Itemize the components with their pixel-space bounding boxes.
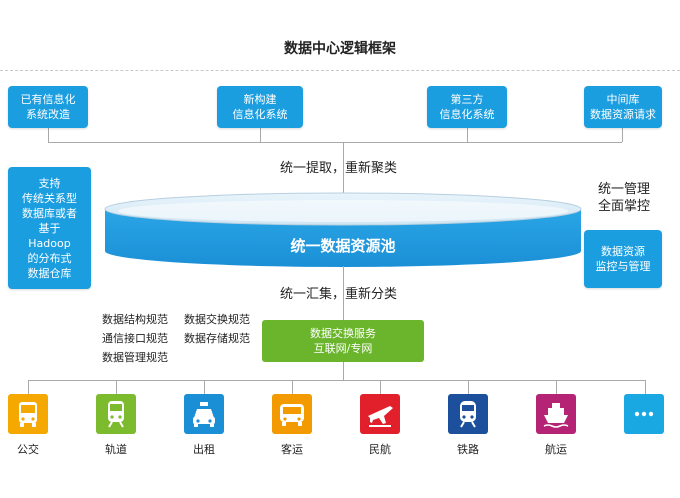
source-box-intermediate: 中间库 数据资源请求 bbox=[584, 86, 662, 128]
management-title: 统一管理 全面掌控 bbox=[598, 182, 651, 214]
standard-communication: 通信接口规范 bbox=[102, 332, 168, 345]
source-box-new: 新构建 信息化系统 bbox=[217, 86, 303, 128]
more-icon bbox=[624, 394, 664, 434]
coach-icon bbox=[272, 394, 312, 434]
terminal-label-airline: 民航 bbox=[369, 443, 391, 456]
airplane-icon bbox=[360, 394, 400, 434]
terminal-label-bus: 公交 bbox=[17, 443, 39, 456]
train-icon bbox=[448, 394, 488, 434]
database-support-box: 支持 传统关系型 数据库或者 基于 Hadoop 的分布式 数据仓库 bbox=[8, 167, 91, 289]
collect-label: 统一汇集，重新分类 bbox=[280, 287, 398, 302]
terminal-label-metro: 轨道 bbox=[105, 443, 127, 456]
diagram-title: 数据中心逻辑框架 bbox=[284, 41, 396, 57]
source-box-legacy: 已有信息化 系统改造 bbox=[8, 86, 88, 128]
terminal-bus-line bbox=[28, 380, 646, 381]
pool-label: 统一数据资源池 bbox=[290, 237, 396, 255]
ship-icon bbox=[536, 394, 576, 434]
standard-data-structure: 数据结构规范 bbox=[102, 313, 168, 326]
standard-data-management: 数据管理规范 bbox=[102, 351, 168, 364]
metro-icon bbox=[96, 394, 136, 434]
source-bus-line bbox=[48, 142, 622, 143]
terminal-label-railway: 铁路 bbox=[457, 443, 479, 456]
resource-monitor-box: 数据资源 监控与管理 bbox=[584, 230, 662, 288]
terminal-label-shipping: 航运 bbox=[545, 443, 567, 456]
standard-data-exchange: 数据交换规范 bbox=[184, 313, 250, 326]
extract-label: 统一提取，重新聚类 bbox=[280, 161, 398, 176]
terminal-label-coach: 客运 bbox=[281, 443, 303, 456]
resource-pool-cylinder bbox=[104, 192, 582, 267]
bus-icon bbox=[8, 394, 48, 434]
taxi-icon bbox=[184, 394, 224, 434]
exchange-service-box: 数据交换服务 互联网/专网 bbox=[262, 320, 424, 362]
title-divider bbox=[0, 70, 680, 71]
standard-data-storage: 数据存储规范 bbox=[184, 332, 250, 345]
source-box-third-party: 第三方 信息化系统 bbox=[427, 86, 507, 128]
terminal-label-taxi: 出租 bbox=[193, 443, 215, 456]
